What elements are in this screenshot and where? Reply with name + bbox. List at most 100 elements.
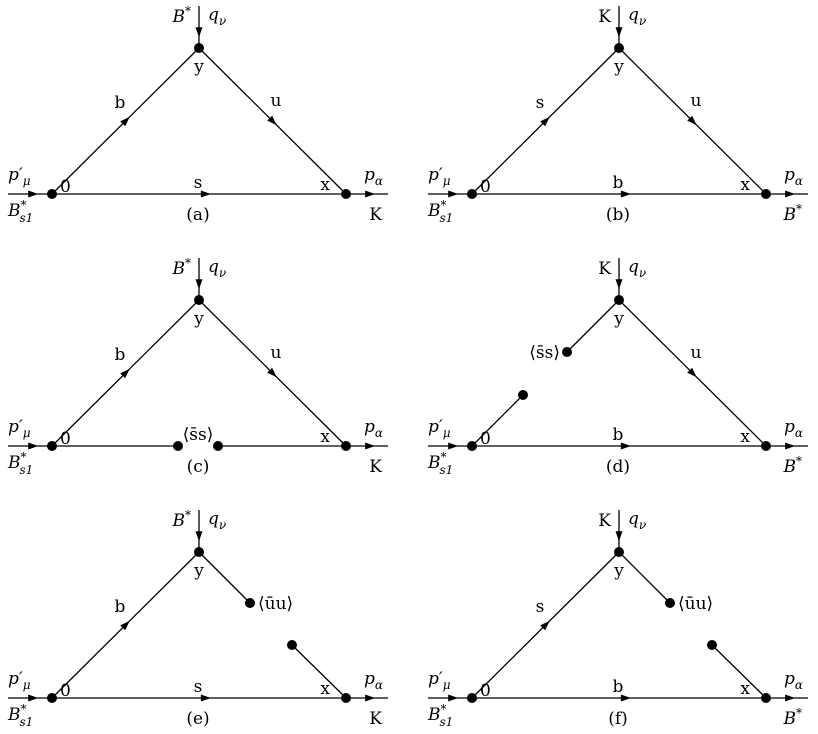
incoming-particle-sup: * [441, 702, 447, 716]
incoming-particle-sub: s1 [440, 463, 454, 477]
top-momentum-sub: ν [639, 266, 646, 280]
incoming-particle-sub: s1 [20, 211, 34, 225]
outgoing-momentum: pα [364, 417, 383, 440]
condensate-dot-lower [707, 640, 717, 650]
outgoing-particle: K [369, 709, 382, 729]
left-propagator-lower [471, 394, 524, 447]
right-quark-label: u [271, 343, 282, 363]
right-propagator-lower [291, 644, 347, 699]
incoming-particle-sub: s1 [20, 715, 34, 729]
top-momentum-sub: ν [639, 518, 646, 532]
top-momentum: qν [208, 5, 226, 28]
vertex-right [341, 189, 351, 199]
outgoing-particle: B* [783, 202, 803, 225]
right-quark-arrow [267, 115, 277, 126]
condensate-dot-right [213, 441, 223, 451]
top-momentum-symbol: q [628, 5, 639, 25]
outgoing-particle-sup: * [796, 454, 802, 468]
left-quark-label: b [115, 597, 126, 617]
condensate-dot-lower [287, 640, 297, 650]
outgoing-momentum-sub: α [375, 678, 383, 692]
top-particle: K [598, 511, 611, 531]
incoming-particle: B*s1 [427, 198, 453, 225]
incoming-momentum-symbol: p′ [8, 417, 23, 437]
top-external-arrow [615, 531, 623, 542]
incoming-particle: B*s1 [427, 450, 453, 477]
condensate-label: ⟨s̄s⟩ [183, 425, 214, 445]
bottom-quark-arrow [620, 190, 631, 198]
bottom-quark-arrow [620, 442, 631, 450]
outgoing-arrow [365, 442, 376, 450]
vertex-left-label: 0 [60, 681, 71, 701]
top-momentum-sub: ν [219, 14, 226, 28]
panel-caption: (b) [606, 205, 630, 225]
top-momentum-symbol: q [208, 5, 219, 25]
incoming-particle-base: B [7, 453, 21, 473]
panel-caption: (d) [606, 457, 630, 477]
vertex-top-label: y [613, 309, 624, 329]
top-particle-sup: * [185, 256, 191, 270]
outgoing-momentum-symbol: p [364, 669, 375, 689]
top-momentum: qν [208, 509, 226, 532]
outgoing-momentum-symbol: p [784, 417, 795, 437]
outgoing-momentum-symbol: p [364, 165, 375, 185]
outgoing-particle-base: K [369, 709, 382, 729]
condensate-dot-left [173, 441, 183, 451]
incoming-momentum-sub: μ [23, 174, 31, 188]
top-momentum-sub: ν [219, 266, 226, 280]
incoming-momentum: p′μ [428, 165, 451, 188]
vertex-left [467, 693, 477, 703]
top-particle: B* [172, 4, 192, 27]
bottom-quark-label: s [194, 173, 203, 193]
right-propagator-upper [618, 551, 671, 604]
incoming-momentum-sub: μ [443, 426, 451, 440]
incoming-particle-sup: * [21, 450, 27, 464]
vertex-left [467, 189, 477, 199]
incoming-momentum-symbol: p′ [8, 165, 23, 185]
incoming-momentum-symbol: p′ [428, 165, 443, 185]
incoming-particle-sub: s1 [440, 715, 454, 729]
incoming-momentum: p′μ [8, 165, 31, 188]
condensate-label: ⟨s̄s⟩ [529, 343, 560, 363]
incoming-particle-base: B [7, 705, 21, 725]
incoming-particle-sub: s1 [440, 211, 454, 225]
left-quark-label: s [536, 597, 545, 617]
bottom-quark-arrow [200, 190, 211, 198]
vertex-left [47, 441, 57, 451]
bottom-quark-label: s [194, 677, 203, 697]
incoming-momentum-symbol: p′ [8, 669, 23, 689]
top-particle-base: B [172, 7, 186, 27]
outgoing-arrow [785, 190, 796, 198]
incoming-particle: B*s1 [7, 702, 33, 729]
condensate-dot-upper [562, 347, 572, 357]
vertex-right-label: x [740, 427, 750, 447]
incoming-momentum-sub: μ [443, 174, 451, 188]
outgoing-momentum: pα [784, 165, 803, 188]
outgoing-arrow [785, 442, 796, 450]
top-momentum: qν [628, 509, 646, 532]
vertex-left-label: 0 [60, 177, 71, 197]
top-particle: K [598, 7, 611, 27]
incoming-momentum: p′μ [8, 417, 31, 440]
outgoing-momentum-sub: α [795, 678, 803, 692]
right-quark-label: u [271, 91, 282, 111]
left-quark-arrow [120, 368, 130, 379]
incoming-arrow [448, 190, 459, 198]
panel-caption: (f) [608, 709, 628, 729]
top-momentum-symbol: q [628, 509, 639, 529]
outgoing-arrow [365, 694, 376, 702]
incoming-momentum: p′μ [428, 417, 451, 440]
vertex-left-label: 0 [60, 429, 71, 449]
vertex-top [614, 295, 624, 305]
incoming-arrow [448, 694, 459, 702]
top-external-arrow [195, 531, 203, 542]
vertex-right [761, 441, 771, 451]
top-momentum-sub: ν [219, 518, 226, 532]
left-quark-label: b [115, 93, 126, 113]
left-quark-arrow [540, 116, 550, 127]
